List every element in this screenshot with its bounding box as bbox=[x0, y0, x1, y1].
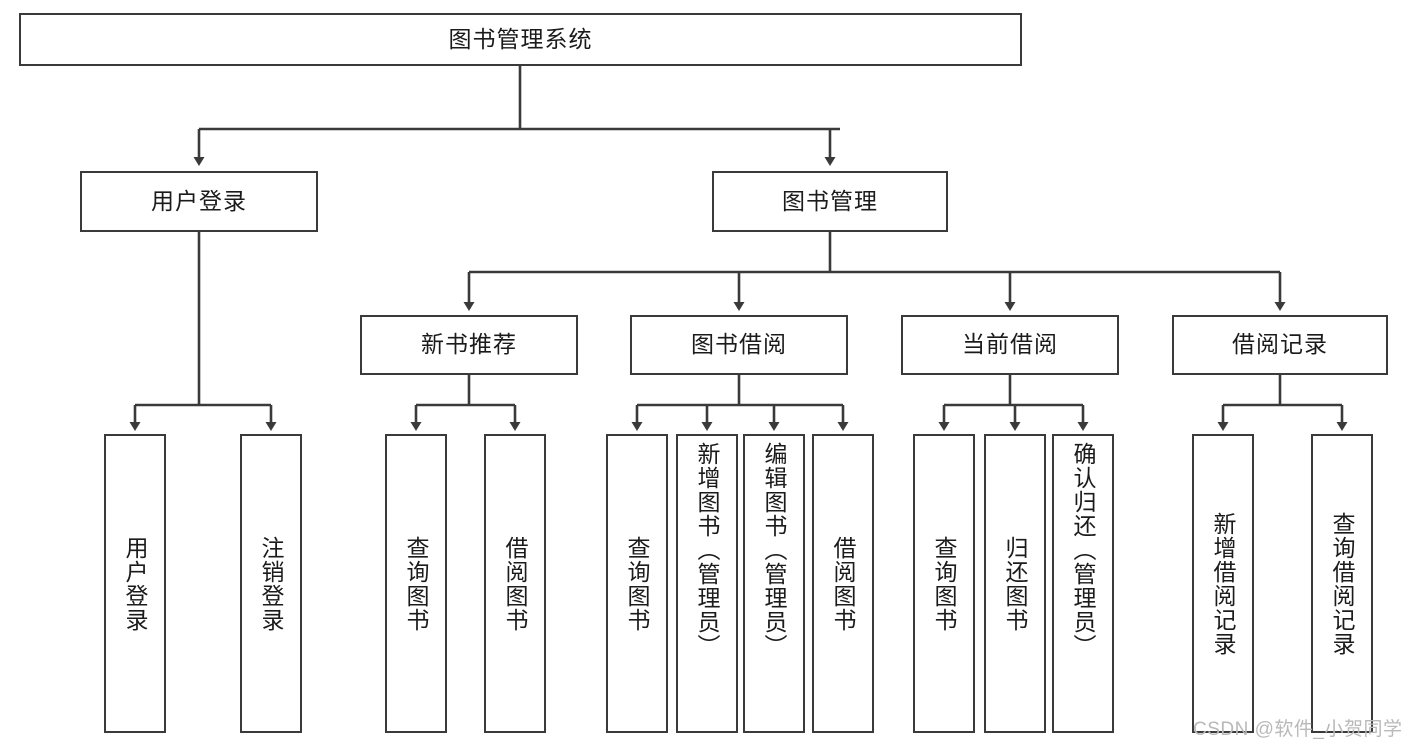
node-leaf-add-book-label: 新增图书（管理员） bbox=[694, 442, 721, 658]
node-leaf-edit-book-label: 编辑图书（管理员） bbox=[761, 442, 788, 658]
node-leaf-confirm-return[interactable]: 确认归还（管理员） bbox=[1052, 434, 1114, 733]
node-leaf-query-book-2[interactable]: 查询图书 bbox=[606, 434, 668, 733]
node-leaf-return-book-label: 归还图书 bbox=[1002, 535, 1029, 632]
node-leaf-borrow-book-2-label: 借阅图书 bbox=[830, 535, 857, 632]
node-leaf-query-record[interactable]: 查询借阅记录 bbox=[1311, 434, 1373, 733]
node-leaf-query-book-1[interactable]: 查询图书 bbox=[385, 434, 447, 733]
node-book-borrow[interactable]: 图书借阅 bbox=[630, 315, 848, 375]
node-current-borrow-label: 当前借阅 bbox=[962, 331, 1058, 358]
node-leaf-user-login-label: 用户登录 bbox=[122, 535, 149, 632]
node-current-borrow[interactable]: 当前借阅 bbox=[901, 315, 1119, 375]
node-user-login[interactable]: 用户登录 bbox=[80, 171, 318, 232]
node-borrow-record[interactable]: 借阅记录 bbox=[1172, 315, 1388, 375]
node-new-book-recommend-label: 新书推荐 bbox=[421, 331, 517, 358]
node-new-book-recommend[interactable]: 新书推荐 bbox=[360, 315, 578, 375]
node-leaf-add-record[interactable]: 新增借阅记录 bbox=[1192, 434, 1254, 733]
node-user-login-label: 用户登录 bbox=[151, 187, 247, 214]
watermark-text: CSDN @软件_小贺同学 bbox=[1193, 719, 1403, 740]
edges-book-borrow bbox=[631, 375, 849, 431]
node-leaf-return-book[interactable]: 归还图书 bbox=[984, 434, 1046, 733]
edges-current-borrow bbox=[938, 375, 1089, 431]
node-leaf-query-record-label: 查询借阅记录 bbox=[1329, 511, 1356, 656]
node-leaf-user-login[interactable]: 用户登录 bbox=[104, 434, 166, 733]
node-book-manage-label: 图书管理 bbox=[782, 187, 878, 214]
node-leaf-logout[interactable]: 注销登录 bbox=[240, 434, 302, 733]
node-leaf-query-book-2-label: 查询图书 bbox=[624, 535, 651, 632]
node-borrow-record-label: 借阅记录 bbox=[1232, 331, 1328, 358]
node-leaf-edit-book[interactable]: 编辑图书（管理员） bbox=[743, 434, 805, 733]
edges-user-login bbox=[129, 232, 277, 431]
node-leaf-logout-label: 注销登录 bbox=[258, 535, 285, 632]
edges-new-book-recommend bbox=[410, 375, 521, 431]
edges-root bbox=[193, 66, 840, 166]
node-leaf-query-book-1-label: 查询图书 bbox=[403, 535, 430, 632]
node-leaf-confirm-return-label: 确认归还（管理员） bbox=[1070, 442, 1097, 658]
node-leaf-borrow-book-1[interactable]: 借阅图书 bbox=[484, 434, 546, 733]
node-leaf-query-book-3-label: 查询图书 bbox=[931, 535, 958, 632]
node-book-borrow-label: 图书借阅 bbox=[691, 331, 787, 358]
node-leaf-borrow-book-1-label: 借阅图书 bbox=[502, 535, 529, 632]
node-leaf-query-book-3[interactable]: 查询图书 bbox=[913, 434, 975, 733]
edges-borrow-record bbox=[1217, 375, 1348, 431]
node-book-manage[interactable]: 图书管理 bbox=[712, 171, 948, 232]
edges-book-manage bbox=[463, 232, 1286, 311]
node-leaf-add-book[interactable]: 新增图书（管理员） bbox=[676, 434, 738, 733]
node-root[interactable]: 图书管理系统 bbox=[19, 13, 1022, 66]
watermark: CSDN @软件_小贺同学 bbox=[1193, 714, 1402, 741]
node-leaf-add-record-label: 新增借阅记录 bbox=[1210, 511, 1237, 656]
node-root-label: 图书管理系统 bbox=[448, 25, 593, 52]
node-leaf-borrow-book-2[interactable]: 借阅图书 bbox=[812, 434, 874, 733]
